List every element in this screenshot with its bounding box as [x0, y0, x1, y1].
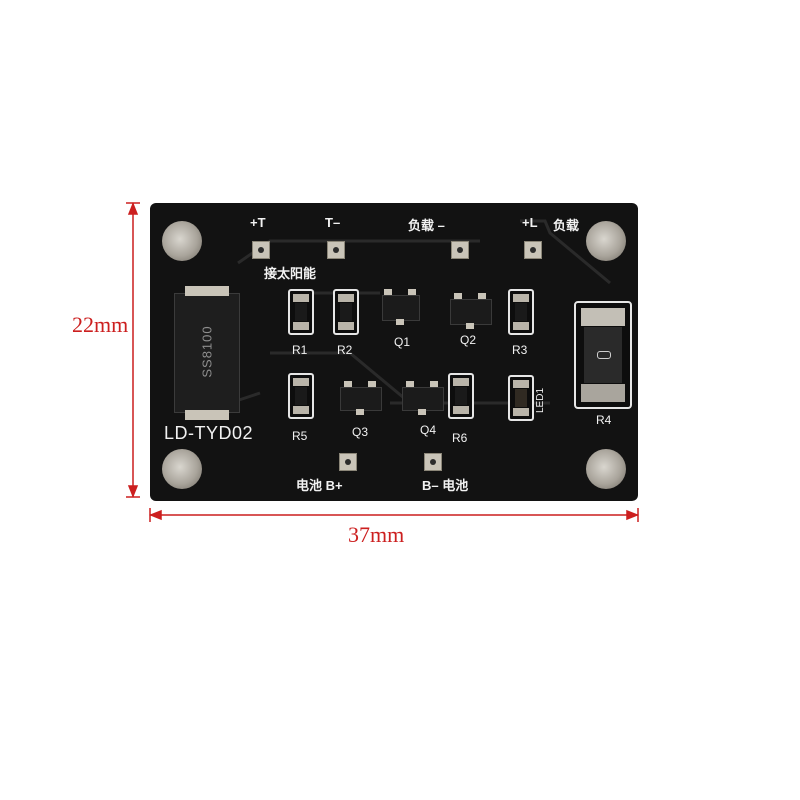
label-q2: Q2: [460, 333, 477, 347]
mounting-hole-bottom-left: [162, 449, 202, 489]
led1: [508, 375, 534, 421]
pad-load-plus: [524, 241, 542, 259]
pad-battery-plus: [339, 453, 357, 471]
solar-plus-label: +T: [250, 215, 266, 230]
label-q4: Q4: [420, 423, 437, 437]
transistor-q3: [340, 387, 382, 411]
label-r6: R6: [452, 431, 468, 445]
label-led1: LED1: [535, 387, 547, 414]
mounting-hole-top-left: [162, 221, 202, 261]
label-r4: R4: [596, 413, 612, 427]
resistor-r6: [448, 373, 474, 419]
solar-input-label: 接太阳能: [264, 266, 317, 281]
solar-minus-label: T–: [325, 215, 341, 230]
resistor-r4: [574, 301, 632, 409]
resistor-r5: [288, 373, 314, 419]
diode-ss8100: SS8100: [174, 286, 240, 420]
load-plus-label: +L: [522, 215, 538, 230]
mounting-hole-bottom-right: [586, 449, 626, 489]
resistor-r1: [288, 289, 314, 335]
pad-battery-minus: [424, 453, 442, 471]
transistor-q4: [402, 387, 444, 411]
resistor-r2: [333, 289, 359, 335]
battery-plus-label: 电池 B+: [296, 478, 343, 493]
diode-marking: SS8100: [199, 325, 215, 378]
load-right-label: 负载: [553, 218, 580, 233]
label-r3: R3: [512, 343, 528, 357]
height-dimension-label: 22mm: [72, 312, 129, 337]
load-minus-label: 负载 –: [408, 218, 445, 233]
label-r5: R5: [292, 429, 308, 443]
width-dimension-label: 37mm: [348, 522, 405, 547]
pad-solar-plus: [252, 241, 270, 259]
pad-solar-minus: [327, 241, 345, 259]
label-r2: R2: [337, 343, 353, 357]
transistor-q1: [382, 295, 420, 321]
label-r1: R1: [292, 343, 308, 357]
transistor-q2: [450, 299, 492, 325]
mounting-hole-top-right: [586, 221, 626, 261]
resistor-r3: [508, 289, 534, 335]
label-q1: Q1: [394, 335, 411, 349]
model-label: LD-TYD02: [164, 423, 254, 443]
pcb-board: +T T– 负载 – +L 负载 接太阳能 电池 B+ B– 电池 SS8100…: [150, 203, 638, 501]
label-q3: Q3: [352, 425, 369, 439]
pad-load-minus: [451, 241, 469, 259]
battery-minus-label: B– 电池: [422, 478, 469, 493]
